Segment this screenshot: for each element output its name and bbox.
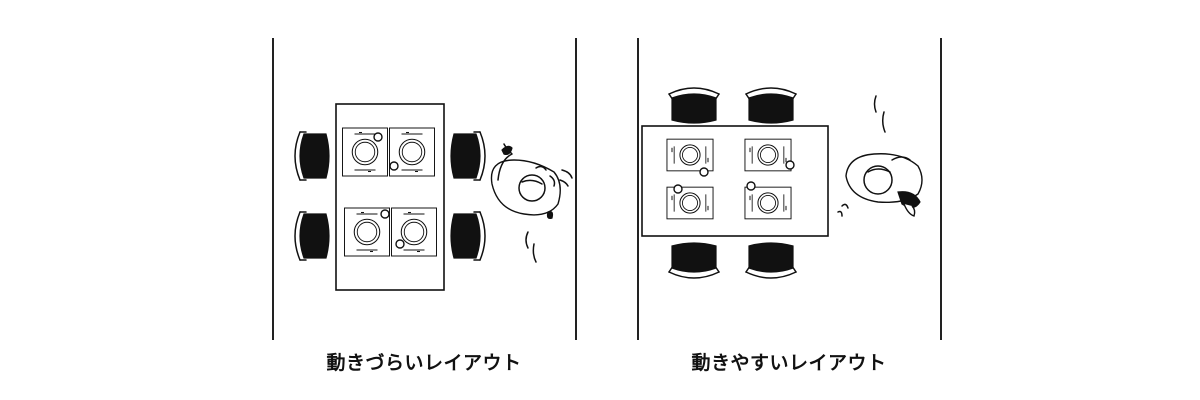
person-icon bbox=[845, 153, 923, 217]
chair bbox=[294, 131, 330, 181]
chair bbox=[450, 131, 486, 181]
person-icon bbox=[490, 143, 561, 219]
right-panel-wall-right bbox=[940, 38, 942, 340]
place-setting bbox=[390, 207, 438, 257]
chair bbox=[745, 242, 797, 279]
right-layout bbox=[641, 87, 923, 279]
right-panel-wall-left bbox=[637, 38, 639, 340]
chair bbox=[745, 87, 797, 124]
caption-hard-to-move: 動きづらいレイアウト bbox=[326, 352, 522, 374]
chair bbox=[294, 211, 330, 261]
caption-easy-to-move: 動きやすいレイアウト bbox=[691, 352, 887, 374]
left-panel-wall-right bbox=[575, 38, 577, 340]
left-layout bbox=[294, 103, 573, 291]
place-setting bbox=[666, 186, 714, 220]
place-setting bbox=[666, 138, 714, 172]
chair bbox=[450, 211, 486, 261]
place-setting bbox=[744, 138, 792, 172]
left-panel-wall-left bbox=[272, 38, 274, 340]
chair bbox=[668, 242, 720, 279]
place-setting bbox=[744, 186, 792, 220]
chair bbox=[668, 87, 720, 124]
